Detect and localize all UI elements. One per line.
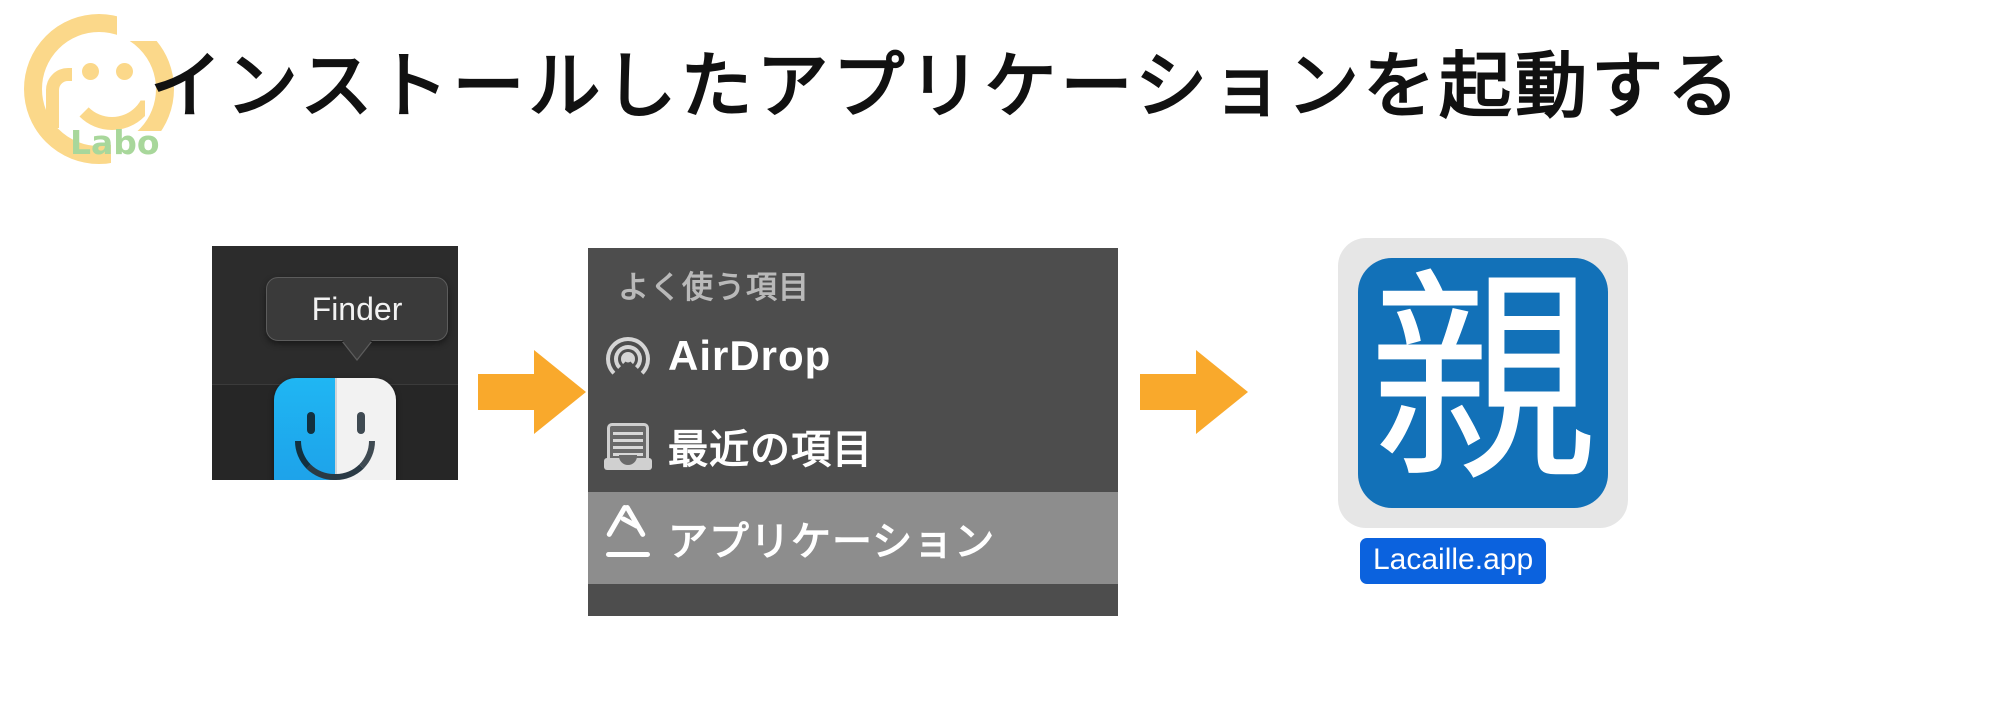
finder-tooltip-label: Finder: [311, 290, 403, 327]
folder-icon-partial: [588, 602, 668, 616]
application-result-block: 親 Lacaille.app: [1338, 238, 1718, 638]
logo-eye-right-icon: [116, 63, 133, 80]
applications-icon: [588, 504, 668, 566]
tooltip-tail-icon: [342, 340, 372, 359]
sidebar-item-label: アプリケーション: [668, 519, 996, 565]
step-arrow-2-icon: [1140, 350, 1248, 434]
dock-screenshot-panel: Finder: [212, 246, 458, 480]
recent-items-icon: [588, 418, 668, 474]
arrow-shaft: [478, 374, 538, 410]
logo-n-stroke-icon: [46, 68, 72, 128]
arrow-head: [1196, 350, 1248, 434]
page-title: インストールしたアプリケーションを起動する: [150, 44, 1744, 128]
sidebar-item-recent-items[interactable]: 最近の項目: [588, 400, 1118, 492]
sidebar-item-airdrop[interactable]: AirDrop: [588, 310, 1118, 402]
arrow-shaft: [1140, 374, 1200, 410]
finder-tooltip: Finder: [266, 277, 448, 359]
sidebar-section-header: よく使う項目: [618, 270, 810, 306]
site-logo: Labo: [8, 6, 188, 174]
step-arrow-1-icon: [478, 350, 586, 434]
app-icon-glyph: 親: [1369, 258, 1597, 508]
sidebar-item-partial[interactable]: [588, 584, 1118, 616]
finder-eye-left: [306, 412, 315, 435]
finder-icon[interactable]: [274, 378, 396, 480]
arrow-head: [534, 350, 586, 434]
app-filename-label: Lacaille.app: [1360, 538, 1547, 584]
lacaille-app-icon[interactable]: 親: [1358, 258, 1608, 508]
finder-eye-right: [356, 412, 365, 435]
sidebar-item-label: AirDrop: [668, 332, 832, 379]
sidebar-item-label: 最近の項目: [668, 427, 873, 473]
sidebar-item-applications[interactable]: アプリケーション: [588, 492, 1118, 584]
logo-labo-text: Labo: [70, 123, 160, 162]
logo-eye-left-icon: [82, 63, 99, 80]
finder-sidebar-panel: よく使う項目 AirDrop 最近の項目 アプリケーション: [588, 248, 1118, 616]
airdrop-icon: [588, 328, 668, 384]
finder-face-divider: [335, 378, 337, 480]
